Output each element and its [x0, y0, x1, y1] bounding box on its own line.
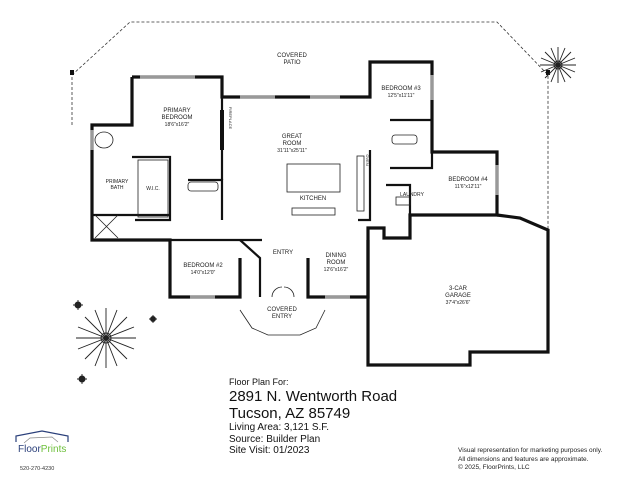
site-visit: Site Visit: 01/2023 [229, 445, 310, 456]
room-name: PRIMARY [106, 179, 129, 185]
house-icon [15, 430, 69, 444]
room-name: GREAT [282, 134, 303, 140]
tree-icon [540, 47, 576, 83]
kitchen-counter [291, 207, 336, 216]
brand-name: FloorPrints [18, 444, 66, 455]
room-dims: 12'6"x16'2" [324, 267, 349, 273]
disclaimer-line: Visual representation for marketing purp… [458, 447, 603, 454]
fireplace-label: FIREPLACE [228, 107, 233, 130]
room-dims: 18'6"x16'2" [165, 122, 190, 128]
room-name: ROOM [283, 141, 302, 147]
washer-dryer [395, 196, 411, 206]
room-dims: 14'0"x12'0" [191, 270, 216, 276]
room-name: W.I.C. [146, 186, 160, 192]
disclaimer: Visual representation for marketing purp… [458, 447, 602, 473]
bathtub [187, 181, 219, 192]
room-dims: 12'5"x11'11" [388, 93, 415, 99]
room-name: LAUNDRY [400, 192, 424, 198]
disclaimer-line: All dimensions and features are approxim… [458, 455, 589, 463]
phone: 520-270-4230 [20, 466, 55, 472]
tree-icon [76, 308, 136, 368]
patio-post [546, 70, 550, 75]
room-name: BEDROOM #2 [183, 263, 223, 269]
shower [94, 214, 119, 239]
room-name: DINING [326, 253, 347, 259]
property-info: Floor Plan For: 2891 N. Wentworth Road T… [229, 377, 397, 457]
room-dims: 37'4"x26'6" [446, 300, 471, 306]
room-name: KITCHEN [300, 196, 326, 202]
patio-post [70, 70, 74, 75]
closet-shelving [137, 159, 169, 218]
interior-walls [92, 97, 434, 297]
tree-icon [77, 374, 87, 384]
room-name: PRIMARY [163, 108, 190, 114]
tree-icon [149, 315, 157, 323]
exterior-wall [90, 77, 242, 299]
room-dims: 31'11"x25'11" [277, 148, 307, 154]
copyright: © 2025, FloorPrints, LLC [458, 464, 530, 471]
room-name: BEDROOM [161, 115, 192, 121]
fireplace [220, 110, 224, 150]
entry-doors [271, 286, 295, 298]
patio-label: COVERED [277, 53, 307, 59]
kitchen-island [286, 163, 341, 193]
floorprints-logo: FloorPrints 520-270-4230 [12, 430, 72, 475]
info-heading: Floor Plan For: [229, 377, 289, 387]
brand-part: Prints [40, 444, 67, 455]
source: Source: Builder Plan [229, 433, 321, 445]
room-name: COVERED [267, 307, 297, 313]
tree-icon [73, 300, 83, 310]
windows [90, 75, 499, 299]
bathtub [94, 131, 114, 149]
covered-entry-outline [239, 309, 326, 336]
room-name: ROOM [327, 260, 346, 266]
covered-patio-outline [71, 21, 549, 230]
patio-label: PATIO [283, 60, 300, 66]
room-name: 3-CAR [449, 286, 468, 292]
bathtub [391, 134, 418, 145]
living-area: Living Area: 3,121 S.F. [229, 422, 330, 433]
kitchen-counter-side [356, 155, 365, 212]
room-name: BEDROOM #4 [448, 177, 488, 183]
room-dims: 11'6"x12'11" [455, 184, 482, 190]
address-line2: Tucson, AZ 85749 [229, 405, 351, 422]
room-name: BATH [111, 185, 124, 191]
room-name: GARAGE [445, 293, 471, 299]
oven-label: OVEN [365, 154, 370, 165]
address-line1: 2891 N. Wentworth Road [229, 388, 398, 405]
room-name: BEDROOM #3 [381, 86, 421, 92]
room-name: ENTRY [273, 250, 293, 256]
brand-part: Floor [18, 444, 41, 455]
room-name: ENTRY [272, 314, 292, 320]
